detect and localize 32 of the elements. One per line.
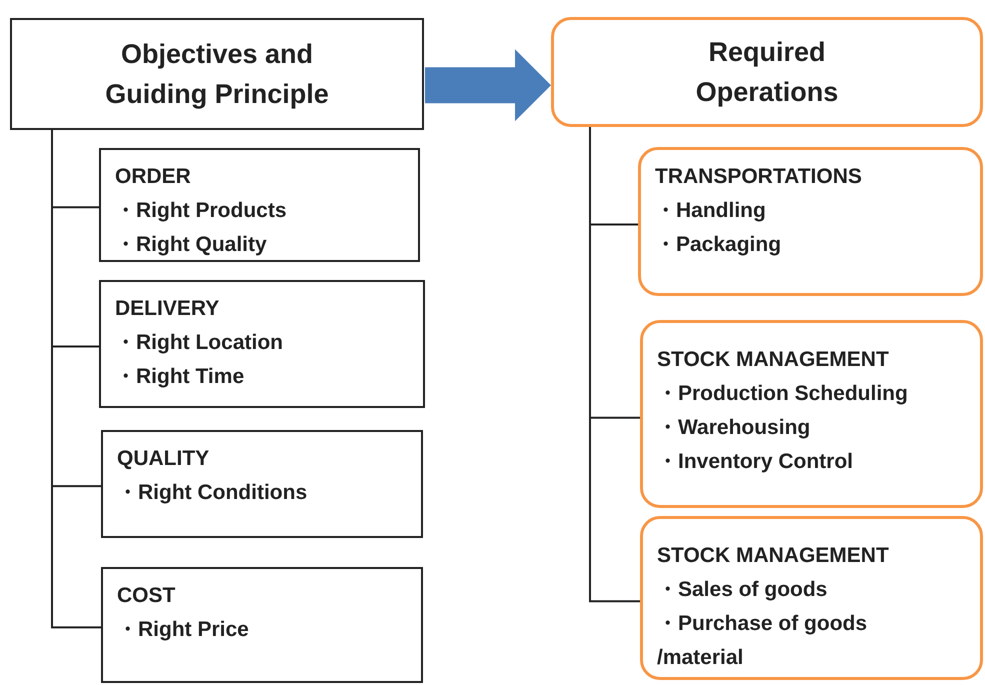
block-arrow: [425, 49, 551, 122]
category-box: [640, 516, 983, 680]
category-box: [99, 148, 420, 262]
category-heading: TRANSPORTATIONS: [655, 164, 863, 190]
bullet-item: ・Right Products: [115, 198, 288, 224]
bullet-item: ・Right Location: [115, 330, 284, 356]
category-box: [101, 430, 423, 538]
category-heading: ORDER: [115, 164, 192, 190]
category-box: [99, 280, 425, 408]
bullet-item: ・Production Scheduling: [657, 381, 909, 407]
bullet-item: ・Warehousing: [657, 415, 812, 441]
bullet-item: ・Handling: [655, 198, 767, 224]
bullet-item: ・Right Price: [117, 617, 250, 643]
bullet-item: ・Inventory Control: [657, 449, 854, 475]
box-heading: Required Operations: [694, 36, 840, 109]
bullet-item: ・Right Quality: [115, 232, 268, 258]
category-heading: STOCK MANAGEMENT: [657, 347, 890, 373]
header-box: [551, 17, 983, 127]
category-heading: COST: [117, 583, 176, 609]
bullet-item: ・Packaging: [655, 232, 782, 258]
bullet-item: ・Sales of goods: [657, 577, 828, 603]
bullet-item: ・Purchase of goods /material: [657, 611, 868, 671]
category-heading: STOCK MANAGEMENT: [657, 543, 890, 569]
category-heading: DELIVERY: [115, 296, 220, 322]
category-box: [101, 567, 423, 683]
bullet-item: ・Right Time: [115, 364, 246, 390]
header-box: [10, 18, 424, 130]
box-heading: Objectives and Guiding Principle: [104, 38, 330, 111]
category-heading: QUALITY: [117, 446, 210, 472]
category-box: [640, 320, 983, 508]
category-box: [638, 147, 983, 296]
bullet-item: ・Right Conditions: [117, 480, 308, 506]
